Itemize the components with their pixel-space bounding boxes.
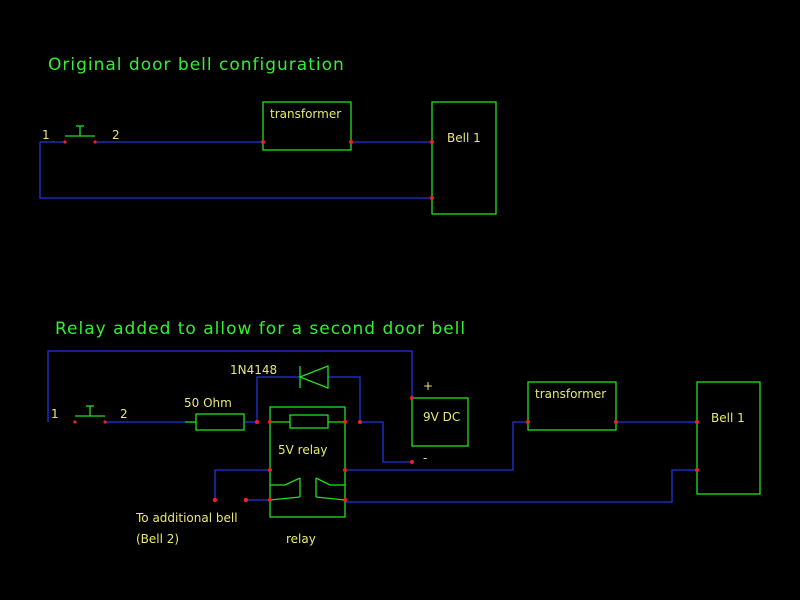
section2-resistor [185, 413, 245, 431]
section2-bell-label: Bell 1 [711, 411, 745, 425]
section1-transformer-label: transformer [270, 107, 341, 121]
section1-switch-pin1: 1 [42, 128, 50, 142]
section1-wires [39, 141, 432, 199]
section2-note-line1: To additional bell [135, 511, 238, 525]
section2-switch-pin1: 1 [51, 407, 59, 421]
section2-supply-label: 9V DC [423, 410, 460, 424]
section2-additional-bell-terminals [212, 497, 249, 503]
section2-relay [255, 406, 362, 518]
section2-diode-label: 1N4148 [230, 363, 277, 377]
section2-transformer-label: transformer [535, 387, 606, 401]
section2-wires [47, 350, 697, 503]
section1-bell-label: Bell 1 [447, 131, 481, 145]
section1-switch-pin2: 2 [112, 128, 120, 142]
section2-title: Relay added to allow for a second door b… [55, 319, 466, 339]
section1-push-switch [63, 125, 97, 144]
section2-diode [298, 365, 329, 389]
section1-title: Original door bell configuration [48, 55, 345, 75]
section2-supply-plus: + [423, 379, 433, 393]
section2-relay-coil-label: 5V relay [278, 443, 328, 457]
section2-push-switch [73, 405, 107, 424]
section2-bell [695, 381, 761, 495]
section2-note-line2: (Bell 2) [136, 532, 179, 546]
section2-9v-supply [410, 396, 469, 464]
section1-bell [430, 101, 497, 215]
section2-transformer [526, 381, 618, 431]
section2-relay-label: relay [286, 532, 316, 546]
section2-switch-pin2: 2 [120, 407, 128, 421]
section1-transformer [261, 101, 353, 151]
section2-resistor-label: 50 Ohm [184, 396, 232, 410]
section2-supply-minus: - [423, 451, 427, 465]
